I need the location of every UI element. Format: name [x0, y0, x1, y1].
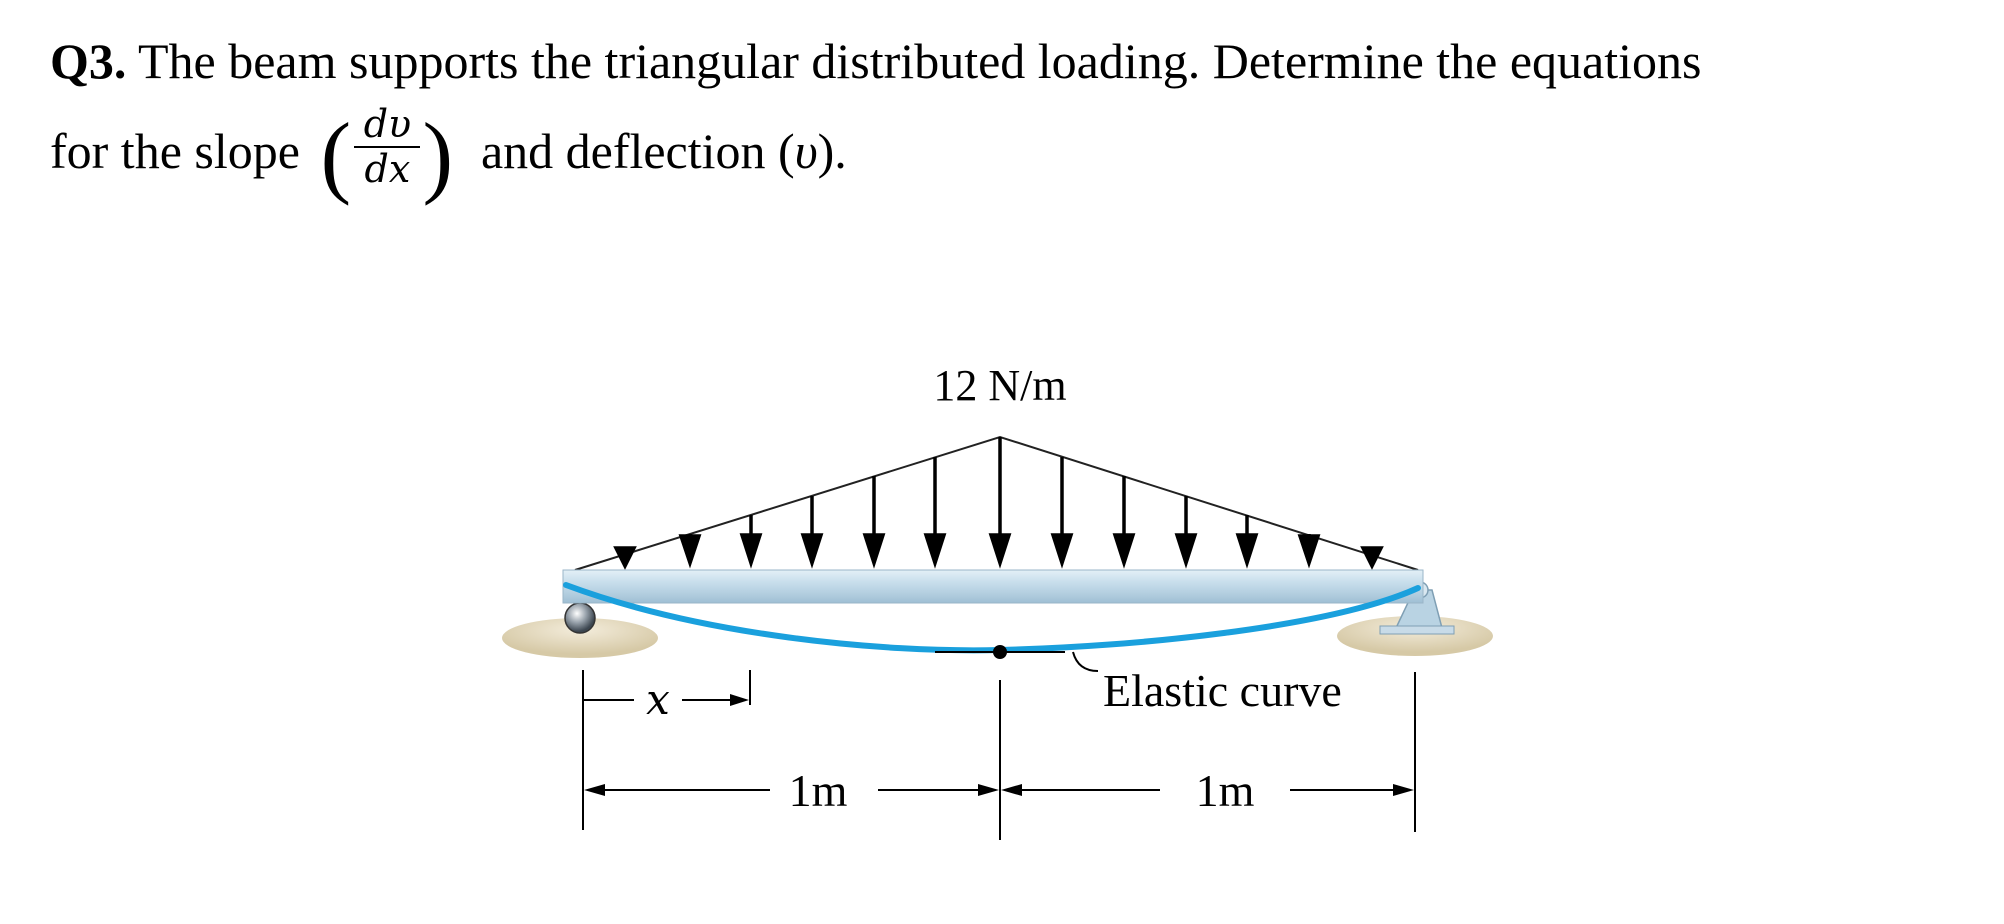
x-dim-arrowhead [730, 694, 749, 706]
load-arrow [1174, 496, 1198, 569]
load-arrow [678, 534, 702, 569]
beam [562, 569, 1424, 604]
load-arrow [1297, 534, 1321, 569]
load-arrow [988, 437, 1012, 569]
load-label: 12 N/m [933, 361, 1066, 410]
load-arrow [800, 496, 824, 569]
slope-denominator: dx [364, 147, 411, 192]
span-right-arrow-end [1393, 784, 1414, 796]
load-arrow [1112, 476, 1136, 569]
load-arrows [613, 437, 1384, 570]
load-arrow [1235, 515, 1259, 569]
span-left-label: 1m [789, 765, 848, 816]
deflection-symbol: υ [794, 123, 818, 179]
roller-support [564, 602, 596, 634]
span-left-arrow-start [584, 784, 605, 796]
question-text-line-1: The beam supports the triangular distrib… [126, 33, 1702, 89]
load-arrow [1050, 457, 1074, 569]
slope-numerator: dυ [363, 101, 412, 146]
question-line-1: Q3. The beam supports the triangular dis… [50, 36, 1701, 86]
fraction-bar [354, 146, 421, 149]
span-left-arrow-end [978, 784, 999, 796]
x-label: x [646, 675, 670, 724]
left-ground [502, 618, 658, 658]
question-text-prefix: for the slope [50, 123, 313, 179]
load-arrow [613, 546, 637, 570]
elastic-curve-leader [1072, 651, 1099, 672]
load-arrow [862, 476, 886, 569]
left-paren: ( [320, 103, 352, 206]
question-text-mid: and deflection ( [468, 123, 795, 179]
question-number: Q3. [50, 33, 127, 89]
span-right-arrow-start [1001, 784, 1022, 796]
load-arrow [923, 457, 947, 569]
load-arrow [1360, 546, 1384, 570]
span-right-label: 1m [1196, 765, 1255, 816]
midspan-point [993, 645, 1007, 659]
elastic-curve-label: Elastic curve [1103, 665, 1342, 716]
right-paren: ) [422, 103, 454, 206]
question-text-suffix: ). [817, 123, 847, 179]
load-arrow [739, 515, 763, 569]
